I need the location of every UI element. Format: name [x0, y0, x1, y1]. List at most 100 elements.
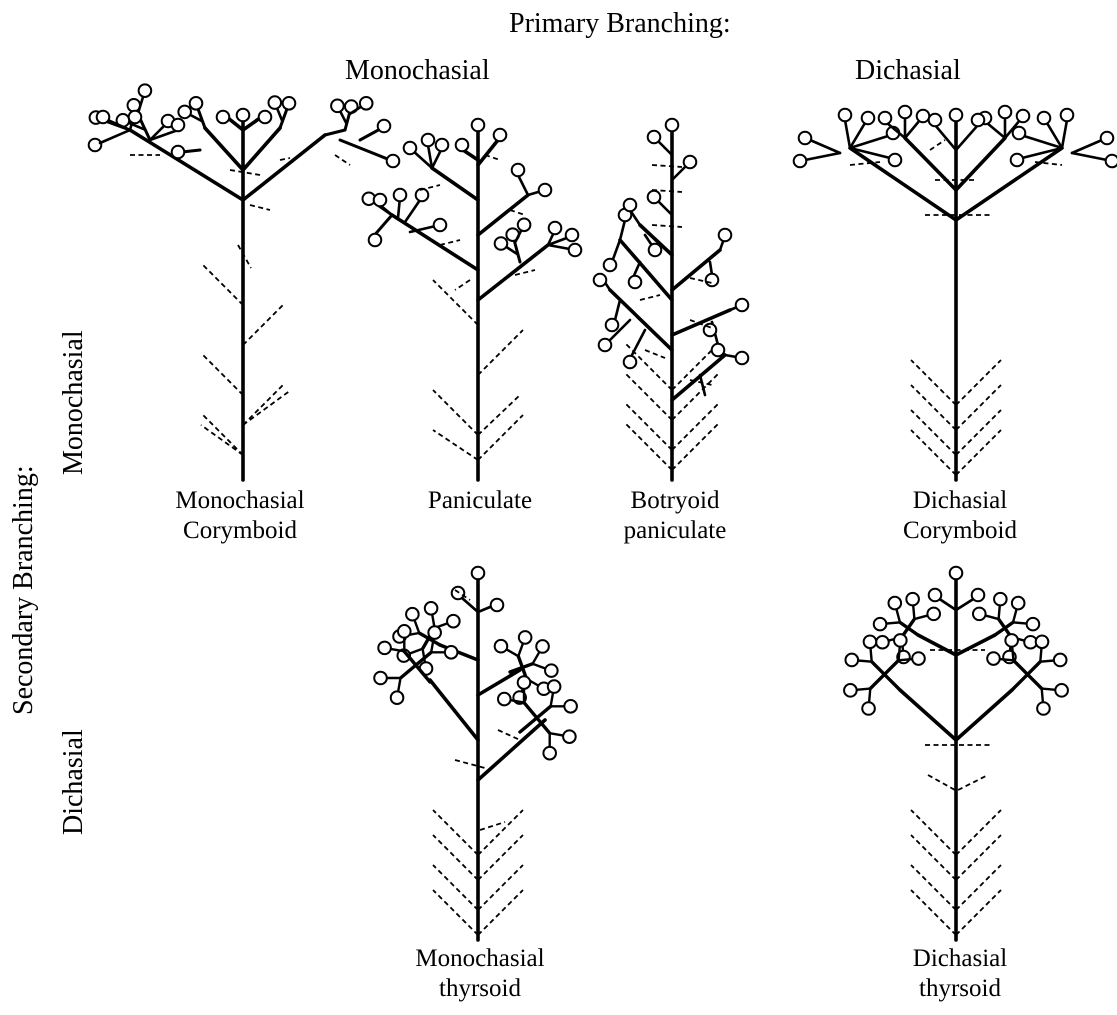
bract	[480, 822, 505, 830]
flower	[704, 324, 717, 337]
bract	[928, 775, 955, 790]
flower	[1005, 634, 1018, 647]
stem	[905, 120, 920, 138]
stem	[905, 138, 956, 190]
flower	[139, 84, 152, 97]
bract	[956, 430, 1001, 475]
stem	[1042, 689, 1043, 703]
stem	[1062, 120, 1067, 148]
flower	[1036, 635, 1049, 648]
flower	[594, 274, 607, 287]
bract	[498, 730, 520, 740]
flower	[456, 139, 469, 152]
bract	[956, 810, 1001, 855]
flower	[649, 244, 662, 257]
bract	[201, 353, 243, 395]
bract	[911, 810, 956, 855]
flower	[879, 112, 892, 125]
flower	[862, 112, 875, 125]
stem	[478, 670, 520, 695]
stem	[899, 646, 900, 660]
flower	[404, 142, 417, 155]
stem	[1013, 609, 1017, 623]
bract	[956, 865, 1001, 910]
bract	[911, 360, 956, 405]
bract	[243, 303, 285, 345]
flower	[398, 625, 411, 638]
flower	[436, 139, 449, 152]
flower	[624, 356, 637, 369]
flower	[1106, 155, 1117, 168]
bract	[911, 410, 956, 455]
stem	[100, 130, 130, 143]
flower	[799, 132, 812, 145]
flower	[549, 222, 562, 235]
stem	[398, 678, 400, 692]
flower	[1017, 110, 1030, 123]
flower	[994, 593, 1007, 606]
stem	[506, 649, 518, 656]
flower	[563, 730, 576, 743]
flower	[394, 189, 407, 202]
stem	[657, 200, 672, 215]
flower	[548, 680, 561, 693]
flower	[172, 146, 185, 159]
stem	[956, 690, 1012, 740]
flower	[360, 97, 373, 110]
bract	[433, 865, 478, 910]
stem	[409, 649, 422, 654]
stem	[999, 659, 1013, 660]
stem	[900, 690, 956, 740]
diagram-monochasial-thyrsoid	[374, 567, 577, 940]
stem	[657, 140, 672, 155]
stem	[405, 200, 420, 222]
stem	[987, 123, 1005, 138]
bract	[335, 155, 350, 165]
bract	[956, 410, 1001, 455]
flower	[606, 319, 619, 332]
bract	[645, 350, 665, 358]
flower	[706, 274, 719, 287]
flower	[927, 608, 940, 621]
flower	[237, 109, 250, 122]
flower	[666, 119, 679, 132]
flower	[472, 119, 485, 132]
flower	[719, 229, 732, 242]
stem	[518, 175, 528, 195]
flower	[950, 109, 963, 122]
flower	[1013, 127, 1026, 140]
flower	[545, 664, 558, 677]
flower	[1037, 702, 1050, 715]
bract	[250, 205, 270, 210]
flower	[172, 119, 185, 132]
flower	[894, 634, 907, 647]
stem	[1040, 648, 1041, 662]
flower	[445, 646, 458, 659]
diagram-botryoid-paniculate	[594, 119, 749, 480]
bract	[201, 413, 243, 455]
stem	[632, 330, 645, 355]
stem	[850, 148, 956, 220]
flower	[447, 615, 460, 628]
flower	[387, 155, 400, 168]
flower	[736, 299, 749, 312]
bract	[911, 890, 956, 935]
flower	[1038, 112, 1051, 125]
stem	[956, 598, 975, 610]
flower	[1054, 654, 1067, 667]
stem	[205, 128, 243, 170]
stem	[886, 622, 900, 623]
bract	[478, 415, 523, 460]
flower	[987, 652, 1000, 665]
stem	[478, 245, 548, 300]
flower	[624, 199, 637, 212]
stem	[551, 693, 553, 707]
flower	[539, 184, 552, 197]
flower	[434, 219, 447, 232]
bract	[478, 330, 523, 375]
flower	[378, 120, 391, 133]
flower	[1061, 109, 1074, 122]
stem	[277, 108, 282, 121]
stem	[478, 140, 498, 165]
